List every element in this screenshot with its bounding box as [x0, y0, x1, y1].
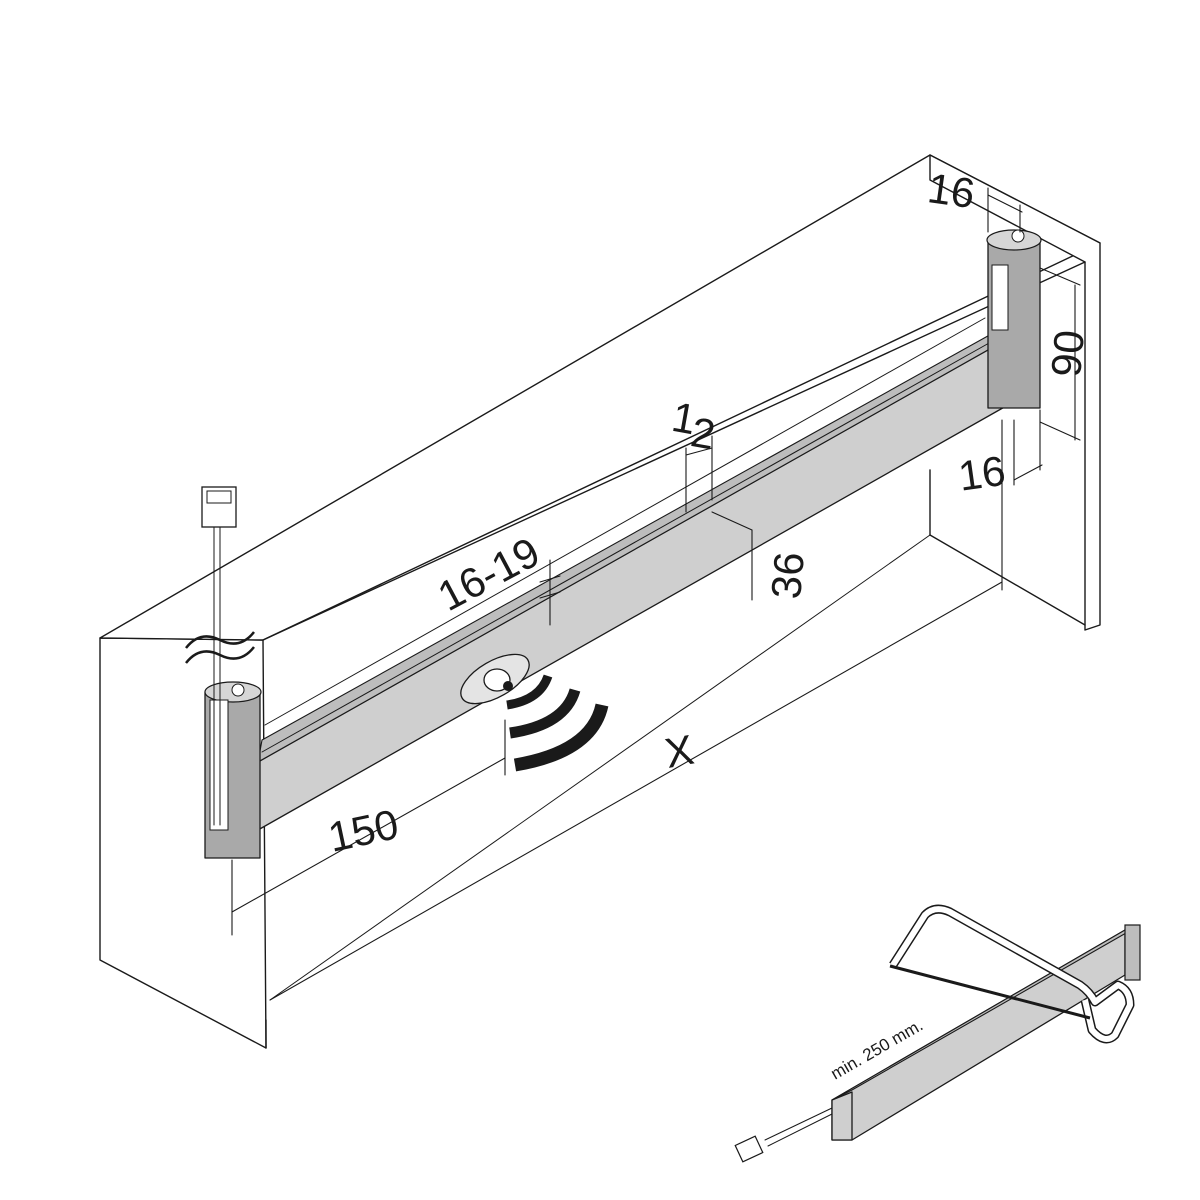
dim-150-line: [231, 757, 506, 913]
dim-90-ext-a: [1039, 267, 1081, 286]
dimension-lines: [231, 187, 1081, 1001]
dim-top-16-line: [987, 194, 1023, 213]
inset-rail-end: [831, 1091, 853, 1141]
dim-36-ext: [711, 511, 753, 531]
dim-90-label: 90: [1042, 328, 1093, 379]
inset-rail-top: [831, 924, 1141, 1101]
inset-cable-1: [764, 1107, 833, 1141]
dim-post-16-line: [1013, 464, 1043, 481]
dim-top-16-label: 16: [925, 164, 978, 217]
signal-wave-2-icon: [509, 688, 581, 739]
hacksaw-frame-inner: [890, 906, 1133, 1042]
rail-groove-line: [261, 337, 999, 753]
right-screw-icon: [1011, 229, 1025, 243]
cabinet-floor-line: [269, 534, 931, 1001]
dim-1619-tick-b: [539, 591, 561, 599]
signal-wave-3-icon: [513, 703, 609, 772]
dim-x-line: [269, 581, 1003, 1001]
hacksaw-blade-icon: [889, 964, 1091, 1020]
inset-rail-front: [831, 929, 1126, 1141]
cut-inset: min. 250 mm.: [734, 904, 1141, 1163]
sensor-dot-icon: [503, 681, 513, 691]
dim-90-ext-b: [1039, 421, 1081, 441]
left-post: [185, 486, 262, 859]
right-post: [986, 229, 1042, 409]
dim-post-16-label: 16: [955, 447, 1008, 500]
inset-cable-2: [767, 1113, 833, 1147]
cabinet-right-bottom: [929, 534, 1086, 626]
dim-150-label: 150: [324, 800, 402, 861]
right-post-slot: [991, 264, 1009, 331]
dim-12-line: [685, 447, 713, 456]
rail-upper-guide: [264, 317, 986, 726]
cabinet-back-edge: [262, 261, 1086, 641]
dim-1619-tick-a: [539, 575, 561, 583]
sensor: [460, 653, 609, 772]
left-post-slot: [209, 699, 229, 831]
dim-36-label: 36: [762, 550, 813, 601]
inset-plug-icon: [734, 1135, 764, 1163]
cable-break-icon: [185, 631, 255, 664]
cabinet-back-panel: [929, 154, 1101, 631]
connector-plug-top: [206, 490, 232, 504]
signal-wave-1-icon: [506, 674, 553, 710]
dim-x-label: X: [661, 726, 697, 777]
inset-rail-right-end: [1124, 924, 1141, 981]
left-screw-icon: [231, 683, 245, 697]
